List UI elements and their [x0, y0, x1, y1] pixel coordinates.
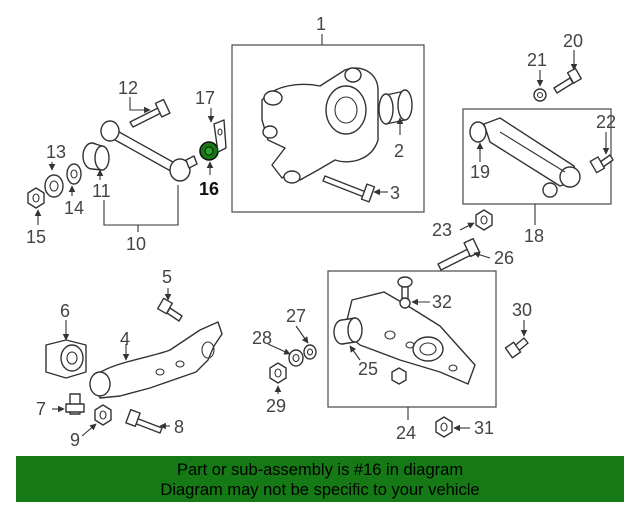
callout-19: 19 [470, 162, 490, 182]
washer-part-28[interactable] [288, 349, 304, 367]
bolt-part-20[interactable] [553, 67, 583, 94]
callout-13: 13 [46, 142, 66, 162]
parts-diagram: 1 2 3 4 5 6 7 8 9 10 11 12 13 14 15 16 1… [26, 14, 616, 450]
callout-24: 24 [396, 423, 416, 443]
callout-15: 15 [26, 227, 46, 247]
bolt-part-30[interactable] [504, 337, 529, 359]
knuckle-group-box [231, 44, 425, 213]
trailing-arm-part-4[interactable] [89, 321, 223, 399]
bolt-part-22[interactable] [589, 154, 614, 174]
bolt-part-26[interactable] [437, 237, 481, 271]
bolt-part-5[interactable] [156, 297, 183, 322]
callout-9: 9 [70, 430, 80, 450]
callout-12: 12 [118, 78, 138, 98]
callout-16: 16 [199, 179, 219, 199]
callout-28: 28 [252, 328, 272, 348]
callout-32: 32 [432, 292, 452, 312]
bolt-part-12[interactable] [129, 98, 171, 128]
nut-part-9[interactable] [94, 404, 112, 426]
callout-10: 10 [126, 234, 146, 254]
info-banner: Part or sub-assembly is #16 in diagram D… [16, 456, 624, 502]
nut-part-15[interactable] [27, 187, 45, 209]
callout-14: 14 [64, 198, 84, 218]
callout-23: 23 [432, 220, 452, 240]
upper-arm-part-19[interactable] [469, 117, 581, 198]
callout-18: 18 [524, 226, 544, 246]
callout-25: 25 [358, 359, 378, 379]
callout-4: 4 [120, 329, 130, 349]
stabilizer-link-part-32[interactable] [397, 276, 413, 309]
bushing-part-13[interactable] [82, 142, 110, 171]
bushing-part-13b[interactable] [44, 174, 64, 198]
callout-6: 6 [60, 301, 70, 321]
knuckle-part[interactable] [261, 67, 379, 184]
callout-21: 21 [527, 50, 547, 70]
callout-11: 11 [92, 181, 111, 201]
washer-part-27[interactable] [303, 344, 317, 360]
washer-part-14[interactable] [66, 163, 82, 185]
callout-8: 8 [174, 417, 184, 437]
bracket-part-17[interactable] [213, 119, 227, 153]
callout-29: 29 [266, 396, 286, 416]
nut-part-23[interactable] [475, 209, 493, 231]
callout-17: 17 [195, 88, 215, 108]
callout-20: 20 [563, 31, 583, 51]
bolt-part-8[interactable] [125, 409, 163, 434]
callout-3: 3 [390, 183, 400, 203]
lateral-arm-part-11[interactable] [100, 120, 198, 182]
bolt-part-7[interactable] [65, 393, 85, 415]
nut-part-31[interactable] [435, 416, 453, 438]
bushing-part-6[interactable] [45, 339, 87, 379]
callout-26: 26 [494, 248, 514, 268]
bushing-part-25[interactable] [333, 317, 363, 345]
callout-5: 5 [162, 267, 172, 287]
washer-part-21[interactable] [533, 88, 547, 102]
banner-line-1: Part or sub-assembly is #16 in diagram [176, 461, 464, 479]
bushing-part-2[interactable] [378, 89, 413, 125]
callout-22: 22 [596, 112, 616, 132]
lower-arm-group-box [327, 270, 497, 408]
callout-30: 30 [512, 300, 532, 320]
callout-2: 2 [394, 141, 404, 161]
callout-27: 27 [286, 306, 306, 326]
callout-7: 7 [36, 399, 46, 419]
nut-part-29[interactable] [269, 362, 287, 384]
nut-part-24b[interactable] [391, 367, 407, 385]
callout-1: 1 [316, 14, 326, 34]
callout-31: 31 [474, 418, 494, 438]
banner-line-2: Diagram may not be specific to your vehi… [160, 481, 480, 499]
bolt-part-3[interactable] [322, 175, 376, 203]
bushing-part-16-highlighted[interactable] [199, 141, 219, 161]
